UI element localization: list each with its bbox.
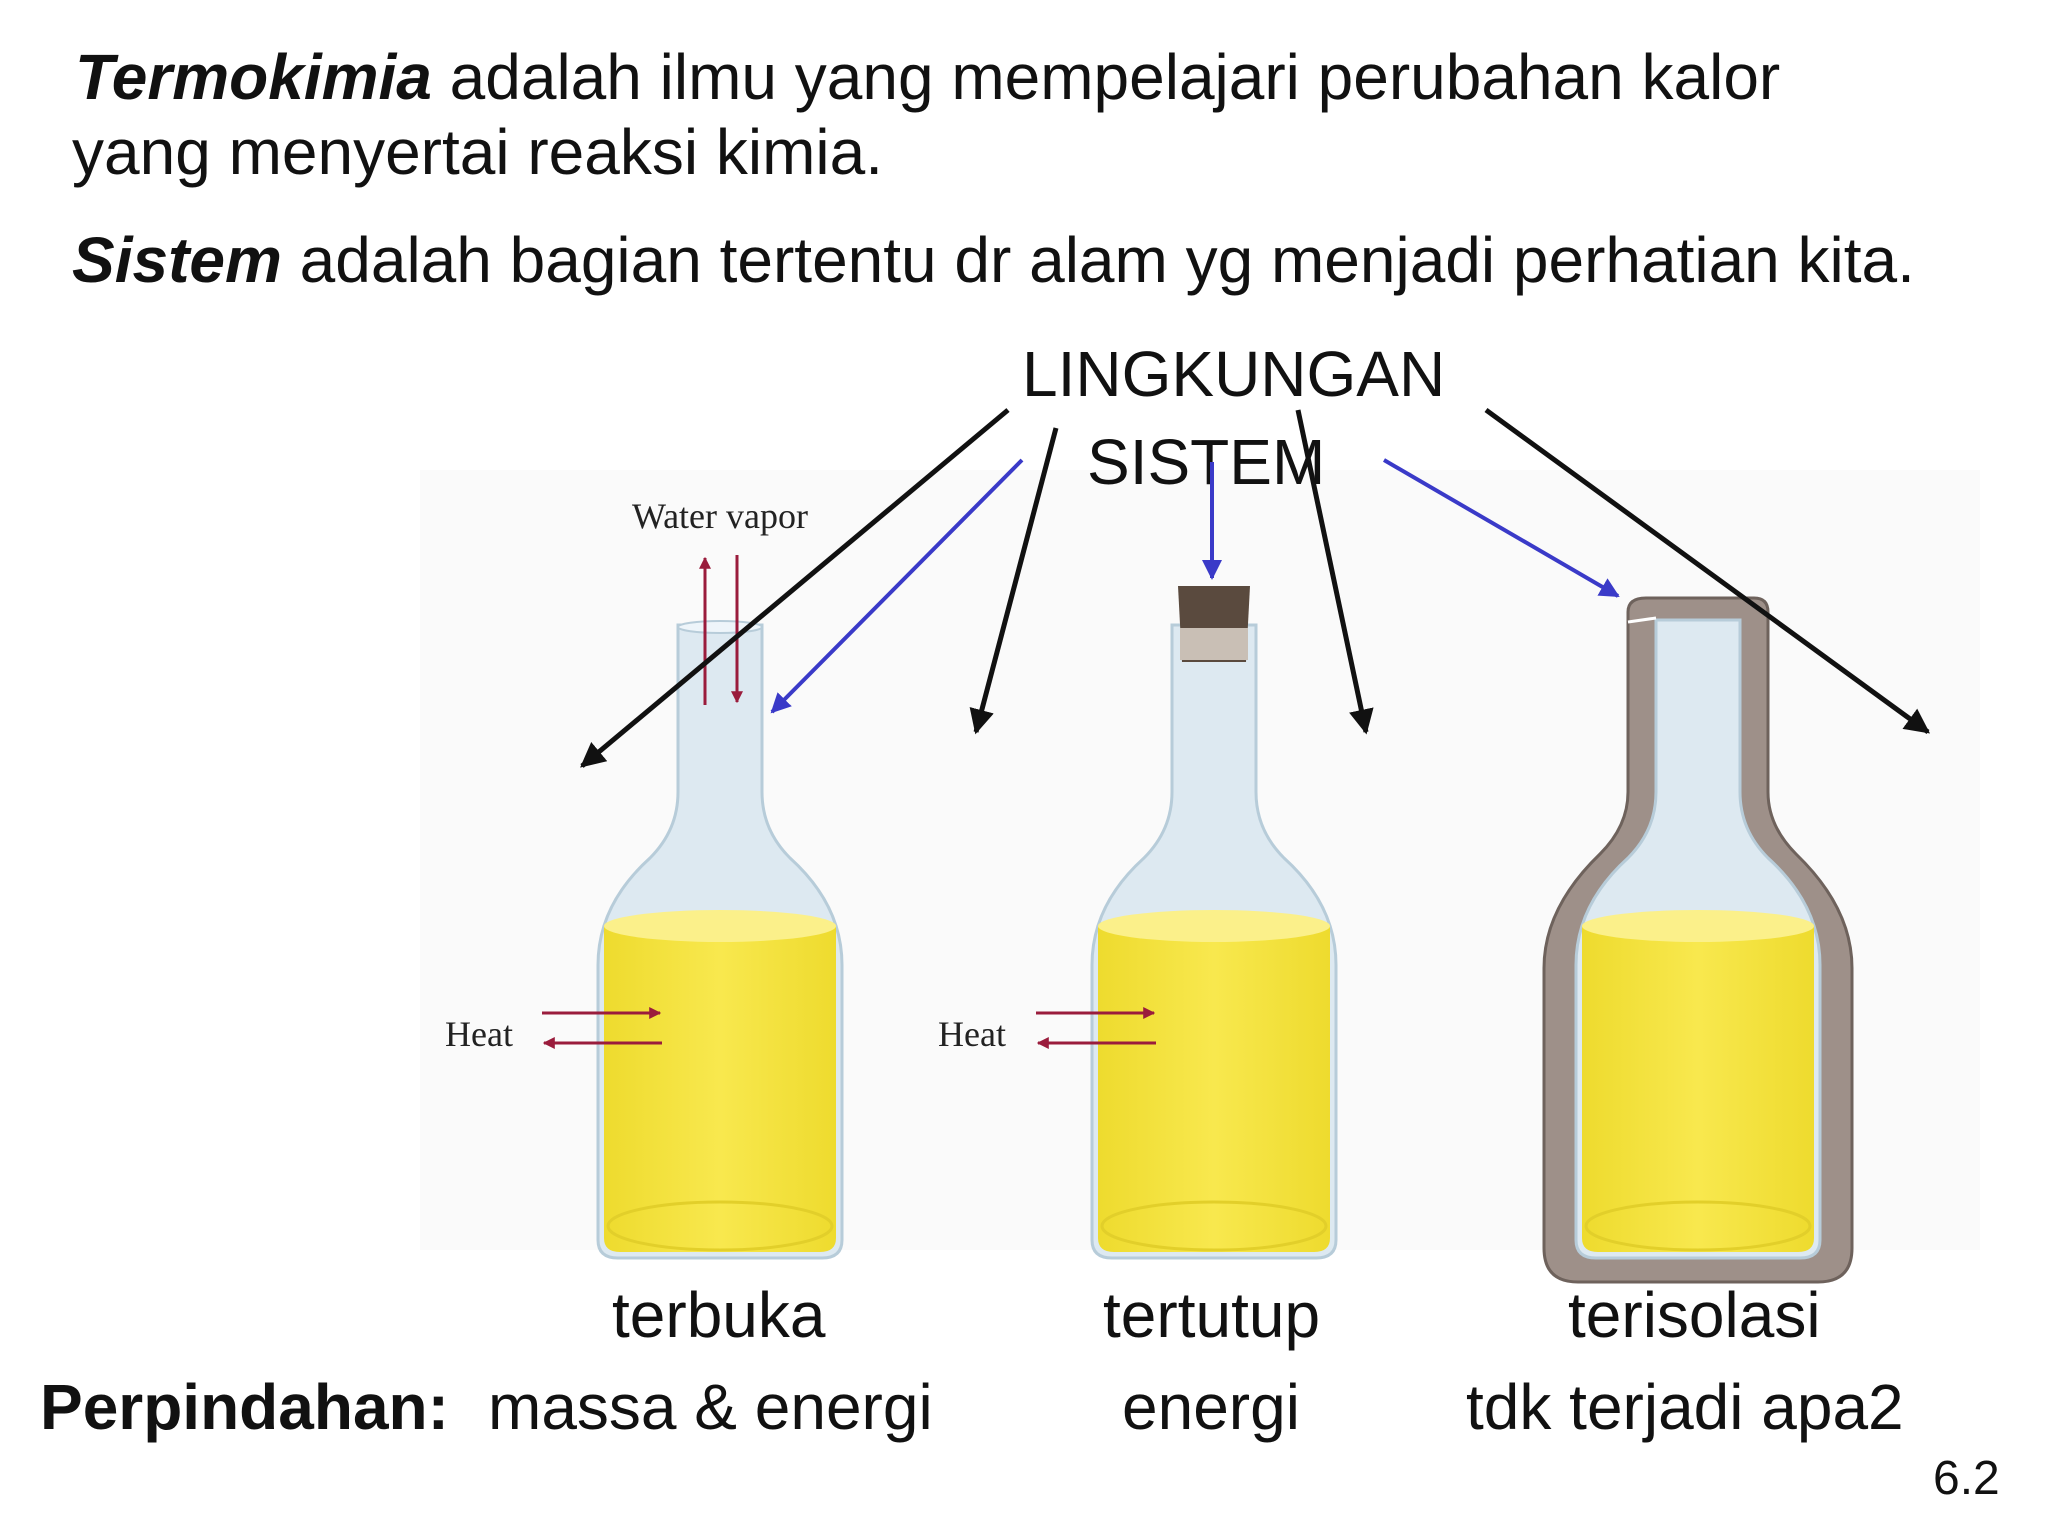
- caption-isolated: terisolasi: [1568, 1279, 1821, 1351]
- closed-flask: [1090, 586, 1338, 1260]
- definition-termokimia-line2: yang menyertai reaksi kimia.: [72, 116, 883, 188]
- transfer-label: Perpindahan:: [40, 1371, 449, 1443]
- isolated-flask-liquid-surface: [1582, 910, 1814, 942]
- definition-termokimia: Termokimia adalah ilmu yang mempelajari …: [75, 45, 1780, 109]
- sistem-label: SISTEM: [1087, 426, 1325, 498]
- surroundings-arrow-4: [1484, 407, 1931, 735]
- surroundings-arrow-3: [1295, 409, 1374, 735]
- closed-flask-liquid: [1098, 925, 1330, 1252]
- surroundings-arrow-1: [580, 408, 1010, 768]
- isolated-flask: [1542, 596, 1854, 1284]
- lingkungan-label: LINGKUNGAN: [1022, 338, 1445, 410]
- cork-band: [1180, 628, 1248, 660]
- heat-label-open: Heat: [445, 1014, 513, 1054]
- heat-label-closed: Heat: [938, 1014, 1006, 1054]
- surroundings-arrows: [580, 407, 1931, 768]
- heat-arrows-closed: [1036, 1007, 1156, 1049]
- transfer-open: massa & energi: [488, 1371, 933, 1443]
- transfer-isolated: tdk terjadi apa2: [1466, 1371, 1904, 1443]
- insulation-seam: [1627, 616, 1657, 624]
- heat-arrows-open: [542, 1007, 662, 1049]
- closed-flask-liquid-surface: [1098, 910, 1330, 942]
- water-vapor-arrows: [699, 555, 743, 705]
- page-number: 6.2: [1933, 1452, 2000, 1505]
- definition-termokimia-text: adalah ilmu yang mempelajari perubahan k…: [431, 41, 1781, 113]
- caption-closed: tertutup: [1103, 1279, 1321, 1351]
- caption-open: terbuka: [612, 1279, 826, 1351]
- open-flask: [596, 620, 844, 1260]
- surroundings-arrow-2: [969, 427, 1059, 735]
- system-arrow-3: [1382, 458, 1620, 598]
- open-flask-liquid-surface: [604, 910, 836, 942]
- term-termokimia: Termokimia: [75, 41, 432, 113]
- definition-sistem-text: adalah bagian tertentu dr alam yg menjad…: [281, 224, 1915, 296]
- definition-sistem: Sistem adalah bagian tertentu dr alam yg…: [72, 228, 1915, 292]
- system-arrow-1: [770, 458, 1024, 714]
- term-sistem: Sistem: [72, 224, 282, 296]
- isolated-flask-bottom: [1584, 1200, 1812, 1252]
- isolated-flask-liquid: [1582, 925, 1814, 1252]
- water-vapor-label: Water vapor: [632, 496, 808, 536]
- open-flask-liquid: [604, 925, 836, 1252]
- system-arrows: [770, 458, 1620, 714]
- transfer-closed: energi: [1122, 1371, 1300, 1443]
- open-flask-bottom: [606, 1200, 834, 1252]
- closed-flask-bottom: [1100, 1200, 1328, 1252]
